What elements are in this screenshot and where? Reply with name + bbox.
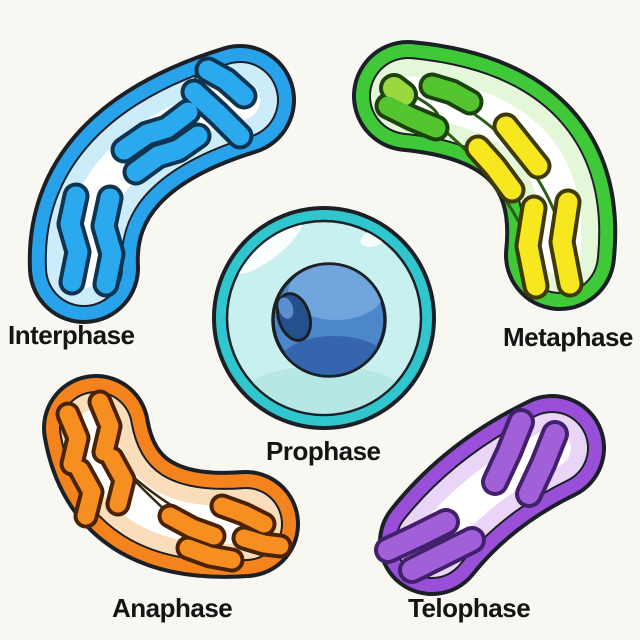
label-metaphase: Metaphase (503, 322, 633, 352)
chromosome-yellow (528, 208, 536, 286)
nucleus-shading (280, 265, 384, 375)
telophase-cell (388, 422, 555, 570)
nucleolus (275, 292, 313, 342)
nucleus-shade (280, 336, 384, 375)
anaphase-cell (68, 402, 280, 560)
chromosome (70, 196, 78, 282)
prophase-cell (212, 206, 436, 430)
label-prophase: Prophase (266, 436, 381, 466)
nucleus-highlight (288, 265, 384, 320)
metaphase-cell (388, 86, 570, 286)
nucleolus-highlight (278, 297, 294, 319)
chromosome (104, 198, 112, 284)
label-telophase: Telophase (408, 593, 531, 623)
label-anaphase: Anaphase (112, 593, 233, 623)
label-interphase: Interphase (8, 320, 135, 350)
interphase-cell (70, 70, 244, 284)
chromosome-green-light (394, 88, 403, 95)
chromosome (244, 538, 280, 546)
cytoplasm-shade (238, 366, 410, 414)
chromosome (100, 402, 110, 452)
chromosome-yellow (562, 202, 570, 284)
chromosome (68, 414, 78, 464)
membrane-highlight (233, 222, 303, 274)
